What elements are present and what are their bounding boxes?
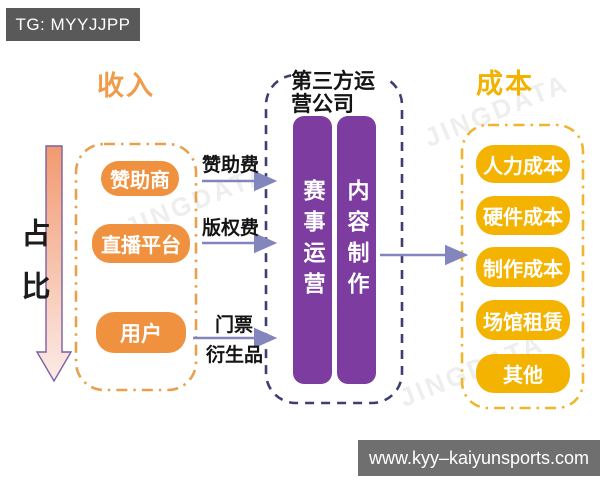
revenue-item-streaming: 直播平台 (92, 224, 190, 263)
flow-label-copyright-fee: 版权费 (202, 218, 260, 239)
revenue-item-sponsor: 赞助商 (101, 161, 179, 196)
tg-badge: TG: MYYJJPP (6, 8, 140, 41)
flow-label-ticket: 门票 (215, 315, 254, 336)
flow-label-derivatives: 衍生品 (206, 345, 264, 366)
flow-label-sponsor-fee: 赞助费 (202, 155, 260, 176)
operator-bar-content-production: 内容制作 (337, 116, 376, 384)
operator-bar-label: 赛事运营 (300, 179, 326, 303)
revenue-item-users: 用户 (96, 312, 186, 353)
cost-item-production: 制作成本 (476, 247, 570, 287)
cost-box-border (460, 123, 585, 410)
cost-item-labor: 人力成本 (476, 145, 570, 183)
operator-bar-event-operation: 赛事运营 (293, 116, 332, 384)
cost-title: 成本 (476, 69, 534, 99)
cost-item-hardware: 硬件成本 (476, 196, 570, 235)
cost-item-venue-rental: 场馆租赁 (476, 300, 570, 340)
operator-bar-label: 内容制作 (344, 179, 370, 303)
footer-url-bar: www.kyy–kaiyunsports.com (358, 440, 600, 476)
revenue-title: 收入 (97, 71, 155, 101)
operator-box-border (264, 73, 404, 405)
proportion-arrow (35, 145, 73, 383)
cost-item-other: 其他 (476, 354, 570, 393)
proportion-label: 占比 (17, 218, 49, 324)
operator-title: 第三方运营公司 (291, 70, 385, 117)
revenue-box-border (74, 142, 198, 392)
